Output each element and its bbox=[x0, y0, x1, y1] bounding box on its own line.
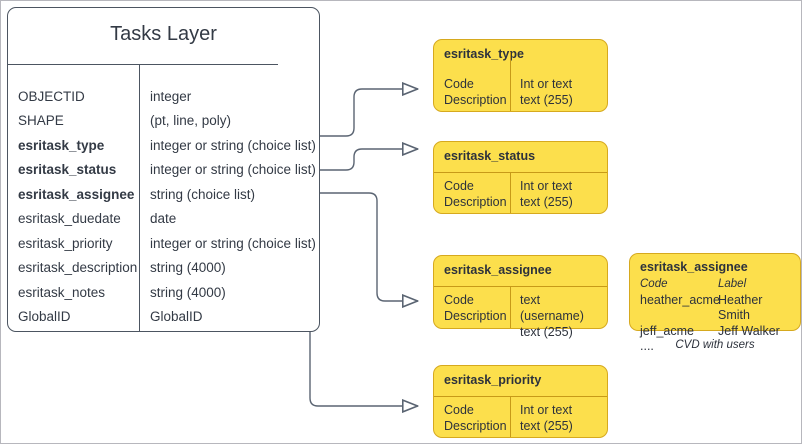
domain-column-divider bbox=[510, 172, 511, 213]
domain-code-labels: Code Description bbox=[444, 178, 507, 210]
domain-title: esritask_priority bbox=[444, 373, 542, 387]
domain-code-type: Int or text bbox=[520, 403, 573, 417]
table-row[interactable]: esritask_priority integer or string (cho… bbox=[8, 231, 319, 256]
domain-description-label: Description bbox=[444, 93, 507, 107]
field-type: string (4000) bbox=[150, 284, 226, 300]
field-type: integer or string (choice list) bbox=[150, 137, 316, 153]
field-type: date bbox=[150, 211, 177, 227]
table-row[interactable]: esritask_type integer or string (choice … bbox=[8, 133, 319, 158]
cvd-title: esritask_assignee bbox=[640, 260, 748, 274]
field-type: integer bbox=[150, 88, 192, 104]
domain-code-labels: Code Description bbox=[444, 292, 507, 324]
domain-description-type: text (255) bbox=[520, 419, 573, 433]
table-row[interactable]: esritask_description string (4000) bbox=[8, 256, 319, 281]
field-name: esritask_priority bbox=[18, 235, 113, 251]
domain-title: esritask_status bbox=[444, 149, 536, 163]
domain-box-type[interactable]: esritask_type Code Description Int or te… bbox=[433, 39, 608, 112]
domain-title: esritask_type bbox=[444, 47, 524, 61]
list-item: jeff_acme Jeff Walker bbox=[640, 324, 794, 340]
domain-code-label: Code bbox=[444, 179, 474, 193]
entity-column-divider bbox=[139, 64, 140, 331]
domain-code-labels: Code Description bbox=[444, 76, 507, 108]
cvd-code: jeff_acme bbox=[640, 323, 694, 338]
field-type: string (4000) bbox=[150, 260, 226, 276]
domain-code-label: Code bbox=[444, 403, 474, 417]
domain-description-label: Description bbox=[444, 195, 507, 209]
table-row[interactable]: GlobalID GlobalID bbox=[8, 305, 319, 330]
field-name: esritask_status bbox=[18, 162, 117, 178]
cvd-label: Heather Smith bbox=[718, 292, 763, 323]
domain-code-labels: Code Description bbox=[444, 402, 507, 434]
table-row[interactable]: OBJECTID integer bbox=[8, 84, 319, 109]
domain-code-label: Code bbox=[444, 293, 474, 307]
field-name: OBJECTID bbox=[18, 88, 85, 104]
domain-type-values: Int or text text (255) bbox=[520, 178, 573, 210]
domain-header-divider bbox=[434, 396, 607, 397]
cvd-header-row: Code Label bbox=[640, 277, 794, 293]
domain-code-type: Int or text bbox=[520, 179, 573, 193]
domain-type-values: text (username) text (255) bbox=[520, 292, 607, 340]
table-row[interactable]: esritask_notes string (4000) bbox=[8, 280, 319, 305]
domain-box-status[interactable]: esritask_status Code Description Int or … bbox=[433, 141, 608, 214]
domain-box-assignee[interactable]: esritask_assignee Code Description text … bbox=[433, 255, 608, 339]
field-name: esritask_assignee bbox=[18, 186, 135, 202]
cvd-code: heather_acme bbox=[640, 292, 720, 307]
domain-title: esritask_assignee bbox=[444, 263, 552, 277]
table-row[interactable]: esritask_duedate date bbox=[8, 207, 319, 232]
cvd-grid: Code Label heather_acme Heather Smith je… bbox=[640, 277, 794, 355]
field-type: GlobalID bbox=[150, 309, 203, 325]
table-row[interactable]: SHAPE (pt, line, poly) bbox=[8, 109, 319, 134]
cvd-code-header: Code bbox=[640, 278, 668, 290]
field-type: integer or string (choice list) bbox=[150, 235, 316, 251]
cvd-sample-box[interactable]: esritask_assignee Code Label heather_acm… bbox=[629, 253, 801, 353]
cvd-code: .... bbox=[640, 339, 654, 353]
tasks-layer-entity[interactable]: Tasks Layer OBJECTID integer SHAPE (pt, … bbox=[7, 7, 320, 332]
field-name: esritask_type bbox=[18, 137, 105, 153]
entity-title: Tasks Layer bbox=[110, 23, 217, 45]
domain-column-divider bbox=[510, 286, 511, 328]
field-name: esritask_description bbox=[18, 260, 138, 276]
list-item: .... bbox=[640, 339, 794, 355]
domain-description-type: text (255) bbox=[520, 195, 573, 209]
domain-column-divider bbox=[510, 396, 511, 437]
domain-column-divider bbox=[510, 52, 511, 111]
domain-type-values: Int or text text (255) bbox=[520, 402, 573, 434]
entity-title-divider bbox=[8, 64, 278, 65]
domain-header-divider bbox=[434, 286, 607, 287]
field-type: integer or string (choice list) bbox=[150, 162, 316, 178]
domain-description-type: text (255) bbox=[520, 325, 573, 339]
field-type: string (choice list) bbox=[150, 186, 256, 202]
list-item: heather_acme Heather Smith bbox=[640, 293, 794, 324]
domain-description-label: Description bbox=[444, 419, 507, 433]
connector-assignee bbox=[320, 192, 418, 301]
field-name: esritask_notes bbox=[18, 284, 106, 300]
cvd-label-header: Label bbox=[718, 278, 747, 290]
domain-code-type: Int or text bbox=[520, 77, 573, 91]
cvd-label: Jeff Walker bbox=[718, 323, 780, 338]
domain-code-label: Code bbox=[444, 77, 474, 91]
field-name: esritask_duedate bbox=[18, 211, 121, 227]
connector-status bbox=[320, 149, 418, 171]
domain-box-priority[interactable]: esritask_priority Code Description Int o… bbox=[433, 365, 608, 438]
domain-description-type: text (255) bbox=[520, 93, 573, 107]
table-row[interactable]: esritask_assignee string (choice list) bbox=[8, 182, 319, 207]
field-name: SHAPE bbox=[18, 113, 64, 129]
field-name: GlobalID bbox=[18, 309, 71, 325]
domain-type-values: Int or text text (255) bbox=[520, 76, 573, 108]
cvd-caption: CVD with users bbox=[675, 339, 755, 351]
entity-field-list: OBJECTID integer SHAPE (pt, line, poly) … bbox=[8, 84, 319, 329]
domain-code-type: text (username) bbox=[520, 293, 584, 323]
domain-header-divider bbox=[434, 172, 607, 173]
domain-description-label: Description bbox=[444, 309, 507, 323]
table-row[interactable]: esritask_status integer or string (choic… bbox=[8, 158, 319, 183]
field-type: (pt, line, poly) bbox=[150, 113, 232, 129]
